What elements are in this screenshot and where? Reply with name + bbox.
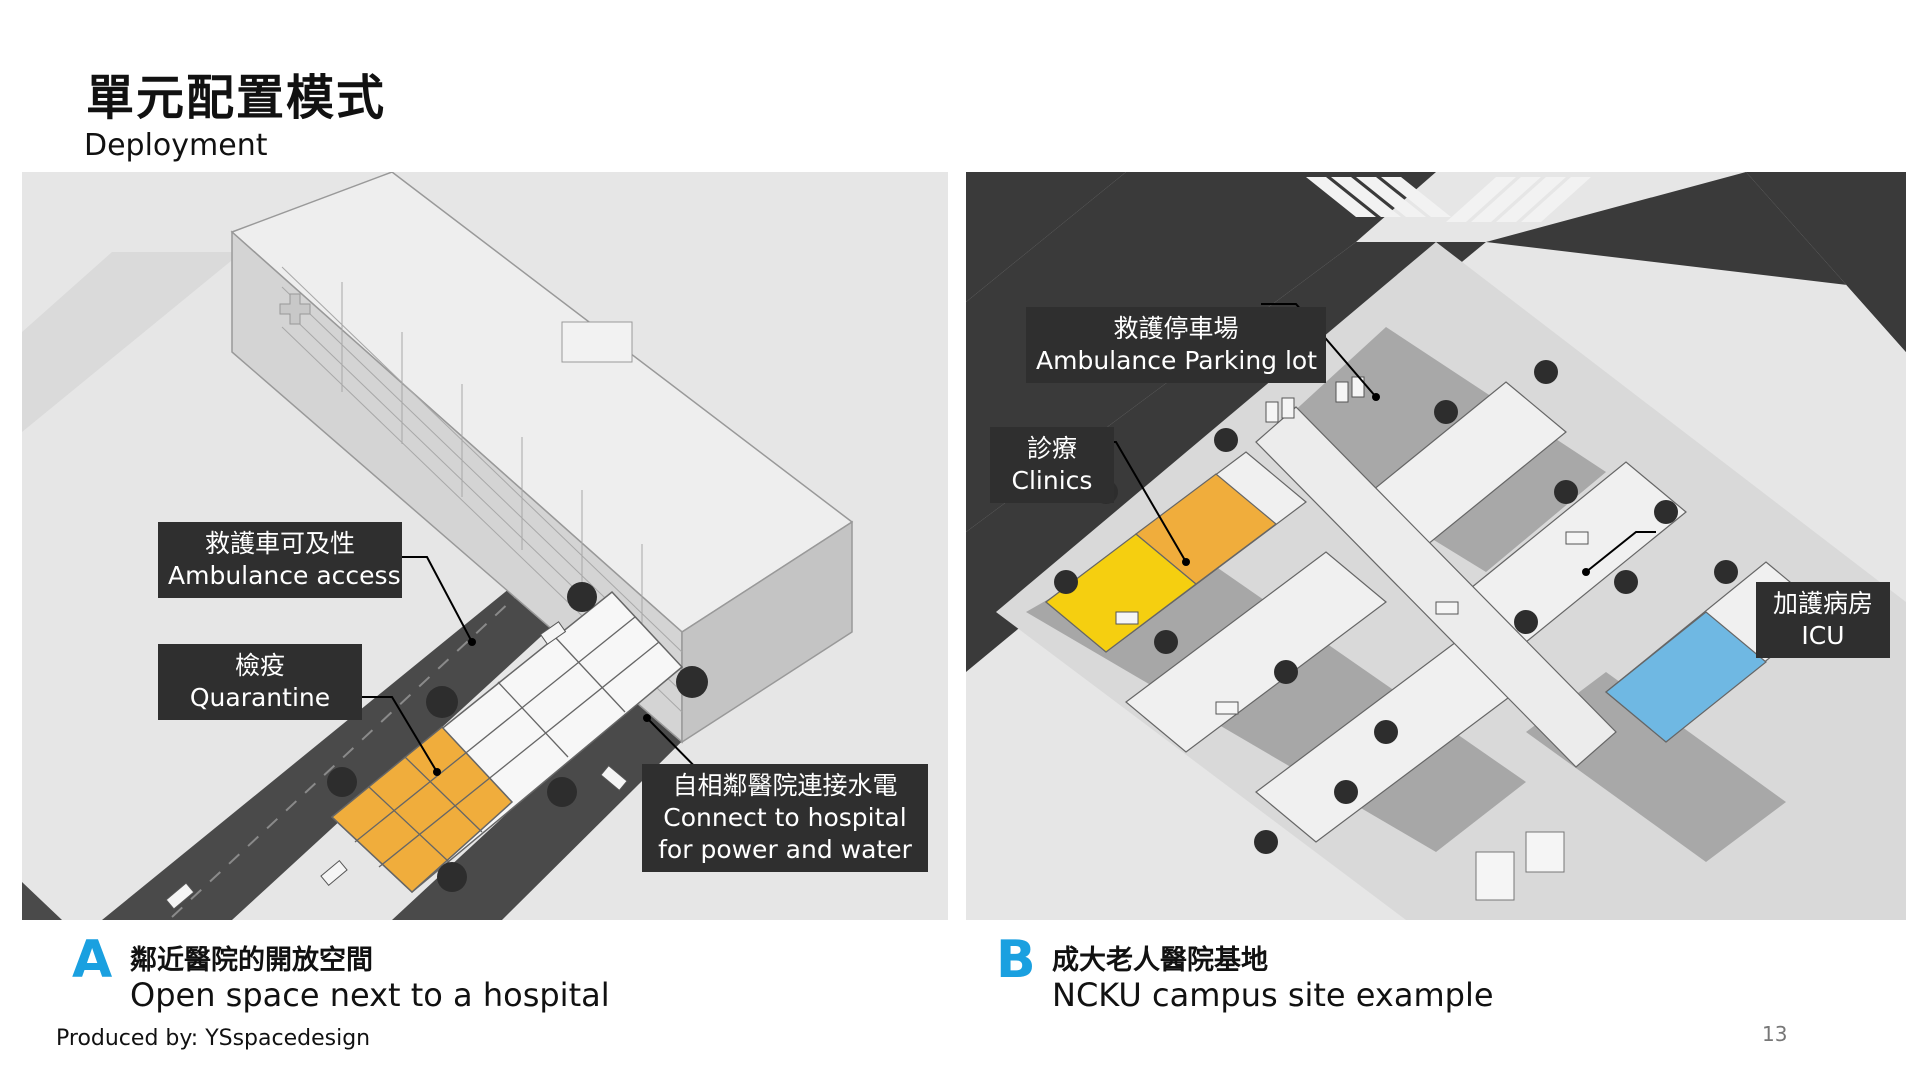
- callout-quarantine-en: Quarantine: [189, 683, 331, 712]
- caption-a-en: Open space next to a hospital: [130, 976, 610, 1014]
- panel-a-illustration: 救護車可及性 Ambulance access 檢疫 Quarantine 自相…: [22, 172, 948, 920]
- callout-clinics-en: Clinics: [1011, 466, 1093, 495]
- caption-a-zh: 鄰近醫院的開放空間: [130, 945, 373, 976]
- callout-ambulance-access: 救護車可及性 Ambulance access: [158, 522, 402, 598]
- page-title: 單元配置模式: [86, 70, 387, 126]
- callout-connect-en-line2: for power and water: [658, 835, 912, 864]
- credit-text: Produced by: YSspacedesign: [56, 1026, 371, 1051]
- callout-quarantine-zh: 檢疫: [234, 651, 285, 680]
- callout-ambulance-parking: 救護停車場 Ambulance Parking lot: [1026, 307, 1326, 383]
- page-number: 13: [1762, 1022, 1788, 1046]
- callout-parking-zh: 救護停車場: [1113, 314, 1239, 343]
- callout-icu: 加護病房 ICU: [1756, 582, 1890, 658]
- callout-ambulance-access-zh: 救護車可及性: [204, 529, 355, 558]
- callout-ambulance-access-en: Ambulance access: [168, 561, 401, 590]
- panel-b-illustration: 救護停車場 Ambulance Parking lot 診療 Clinics 加…: [966, 172, 1906, 920]
- callout-connect-zh: 自相鄰醫院連接水電: [672, 771, 898, 800]
- page-subtitle: Deployment: [84, 128, 268, 163]
- caption-b-en: NCKU campus site example: [1052, 976, 1494, 1014]
- caption-b-letter: B: [996, 930, 1036, 990]
- caption-a-letter: A: [72, 930, 113, 990]
- callout-icu-en: ICU: [1801, 621, 1845, 650]
- callout-quarantine: 檢疫 Quarantine: [158, 644, 362, 720]
- callout-clinics-zh: 診療: [1026, 434, 1077, 463]
- callout-connect-utilities: 自相鄰醫院連接水電 Connect to hospital for power …: [642, 764, 928, 872]
- caption-b-zh: 成大老人醫院基地: [1052, 945, 1268, 976]
- callout-icu-zh: 加護病房: [1772, 589, 1873, 618]
- callout-connect-en-line1: Connect to hospital: [663, 803, 907, 832]
- callout-clinics: 診療 Clinics: [990, 427, 1114, 503]
- callout-parking-en: Ambulance Parking lot: [1036, 346, 1318, 375]
